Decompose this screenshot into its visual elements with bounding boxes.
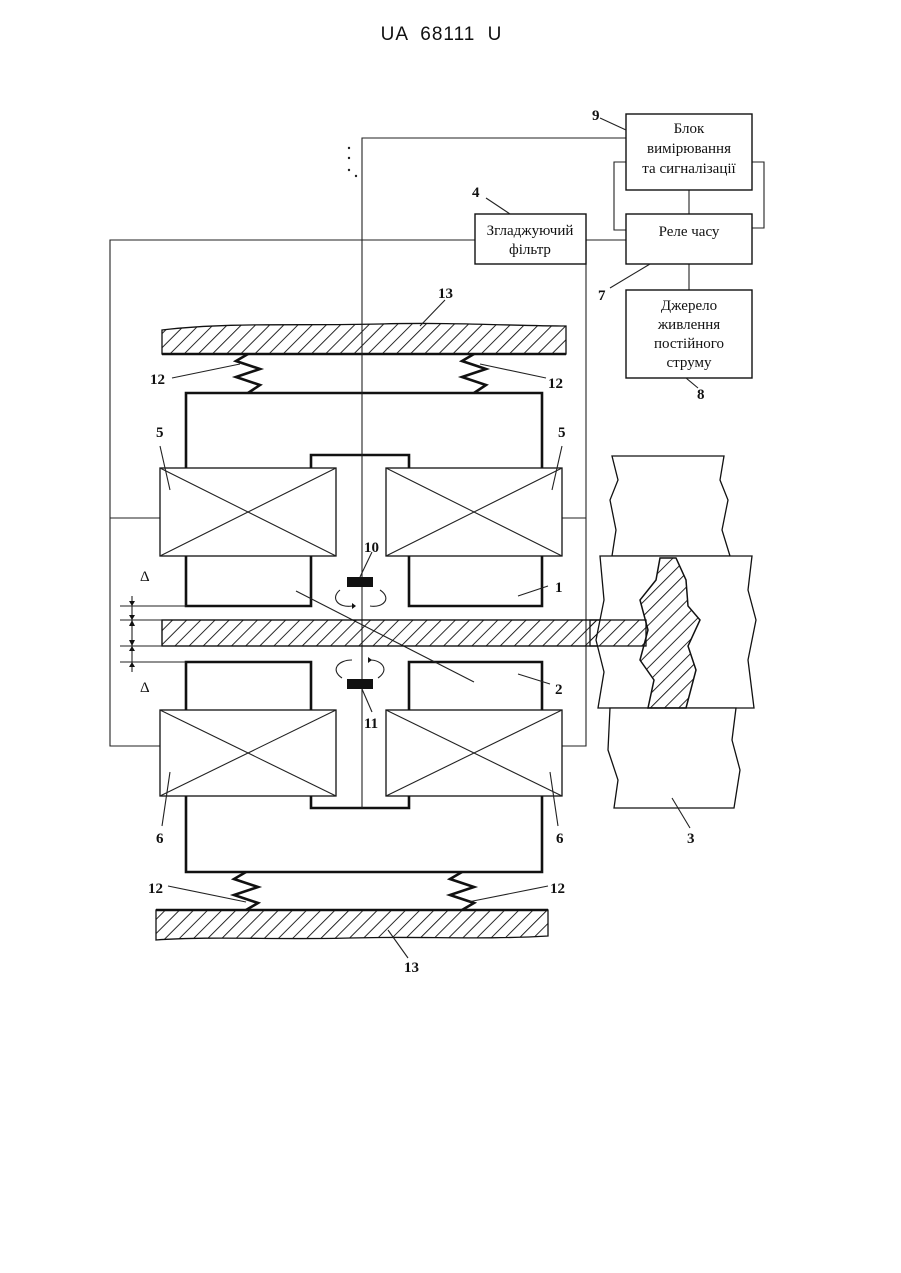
coil-top-right [386, 468, 562, 556]
power-line3: постійного [654, 336, 724, 352]
ref-2: 2 [555, 682, 563, 698]
power-line4: струму [667, 355, 712, 371]
lower-core-right [409, 662, 542, 710]
measure-line1: Блок [674, 121, 705, 137]
top-base-plate [162, 323, 566, 354]
bottom-base-plate [156, 910, 548, 940]
sensing-rod [162, 620, 640, 646]
measure-line2: вимірювання [647, 141, 731, 157]
spring-bottom-left [234, 872, 258, 910]
ref-12-tr: 12 [548, 376, 563, 392]
ref-13-bottom: 13 [404, 960, 419, 976]
time-relay-block: Реле часу [626, 214, 752, 264]
smoothing-filter-block: Згладжуючий фільтр [475, 214, 586, 264]
ref-12-tl: 12 [150, 372, 165, 388]
spring-top-right [462, 354, 486, 393]
measurement-signaling-block: Блок вимірювання та сигналізації [626, 114, 752, 190]
upper-core-right [409, 556, 542, 606]
ref-1: 1 [555, 580, 563, 596]
ref-12-br: 12 [550, 881, 565, 897]
coil-bottom-left [160, 710, 336, 796]
ref-11: 11 [364, 716, 378, 732]
spring-bottom-right [450, 872, 474, 910]
sensor-top [336, 577, 386, 609]
ref-9: 9 [592, 108, 600, 124]
ref-5-left: 5 [156, 425, 164, 441]
ref-5-right: 5 [558, 425, 566, 441]
power-line2: живлення [657, 317, 720, 333]
upper-frame [186, 393, 542, 468]
ref-7: 7 [598, 288, 606, 304]
ref-3: 3 [687, 831, 695, 847]
gap-label-bottom: Δ [140, 680, 150, 696]
wall [590, 456, 756, 808]
ref-13-top: 13 [438, 286, 453, 302]
coil-bottom-right [386, 710, 562, 796]
filter-line1: Згладжуючий [487, 223, 574, 239]
coil-top-left [160, 468, 336, 556]
ref-8: 8 [697, 387, 705, 403]
dc-power-block: Джерело живлення постійного струму [626, 290, 752, 378]
lower-core-left [186, 662, 311, 710]
ref-4: 4 [472, 185, 480, 201]
sensor-bottom [336, 657, 384, 689]
relay-line1: Реле часу [659, 224, 720, 240]
spring-top-left [236, 354, 260, 393]
filter-line2: фільтр [509, 242, 551, 258]
power-line1: Джерело [661, 298, 717, 314]
ref-6-left: 6 [156, 831, 164, 847]
ref-6-right: 6 [556, 831, 564, 847]
upper-core-left [186, 556, 311, 606]
ref-10: 10 [364, 540, 379, 556]
gap-label-top: Δ [140, 569, 150, 585]
measure-line3: та сигналізації [642, 161, 736, 177]
ref-12-bl: 12 [148, 881, 163, 897]
